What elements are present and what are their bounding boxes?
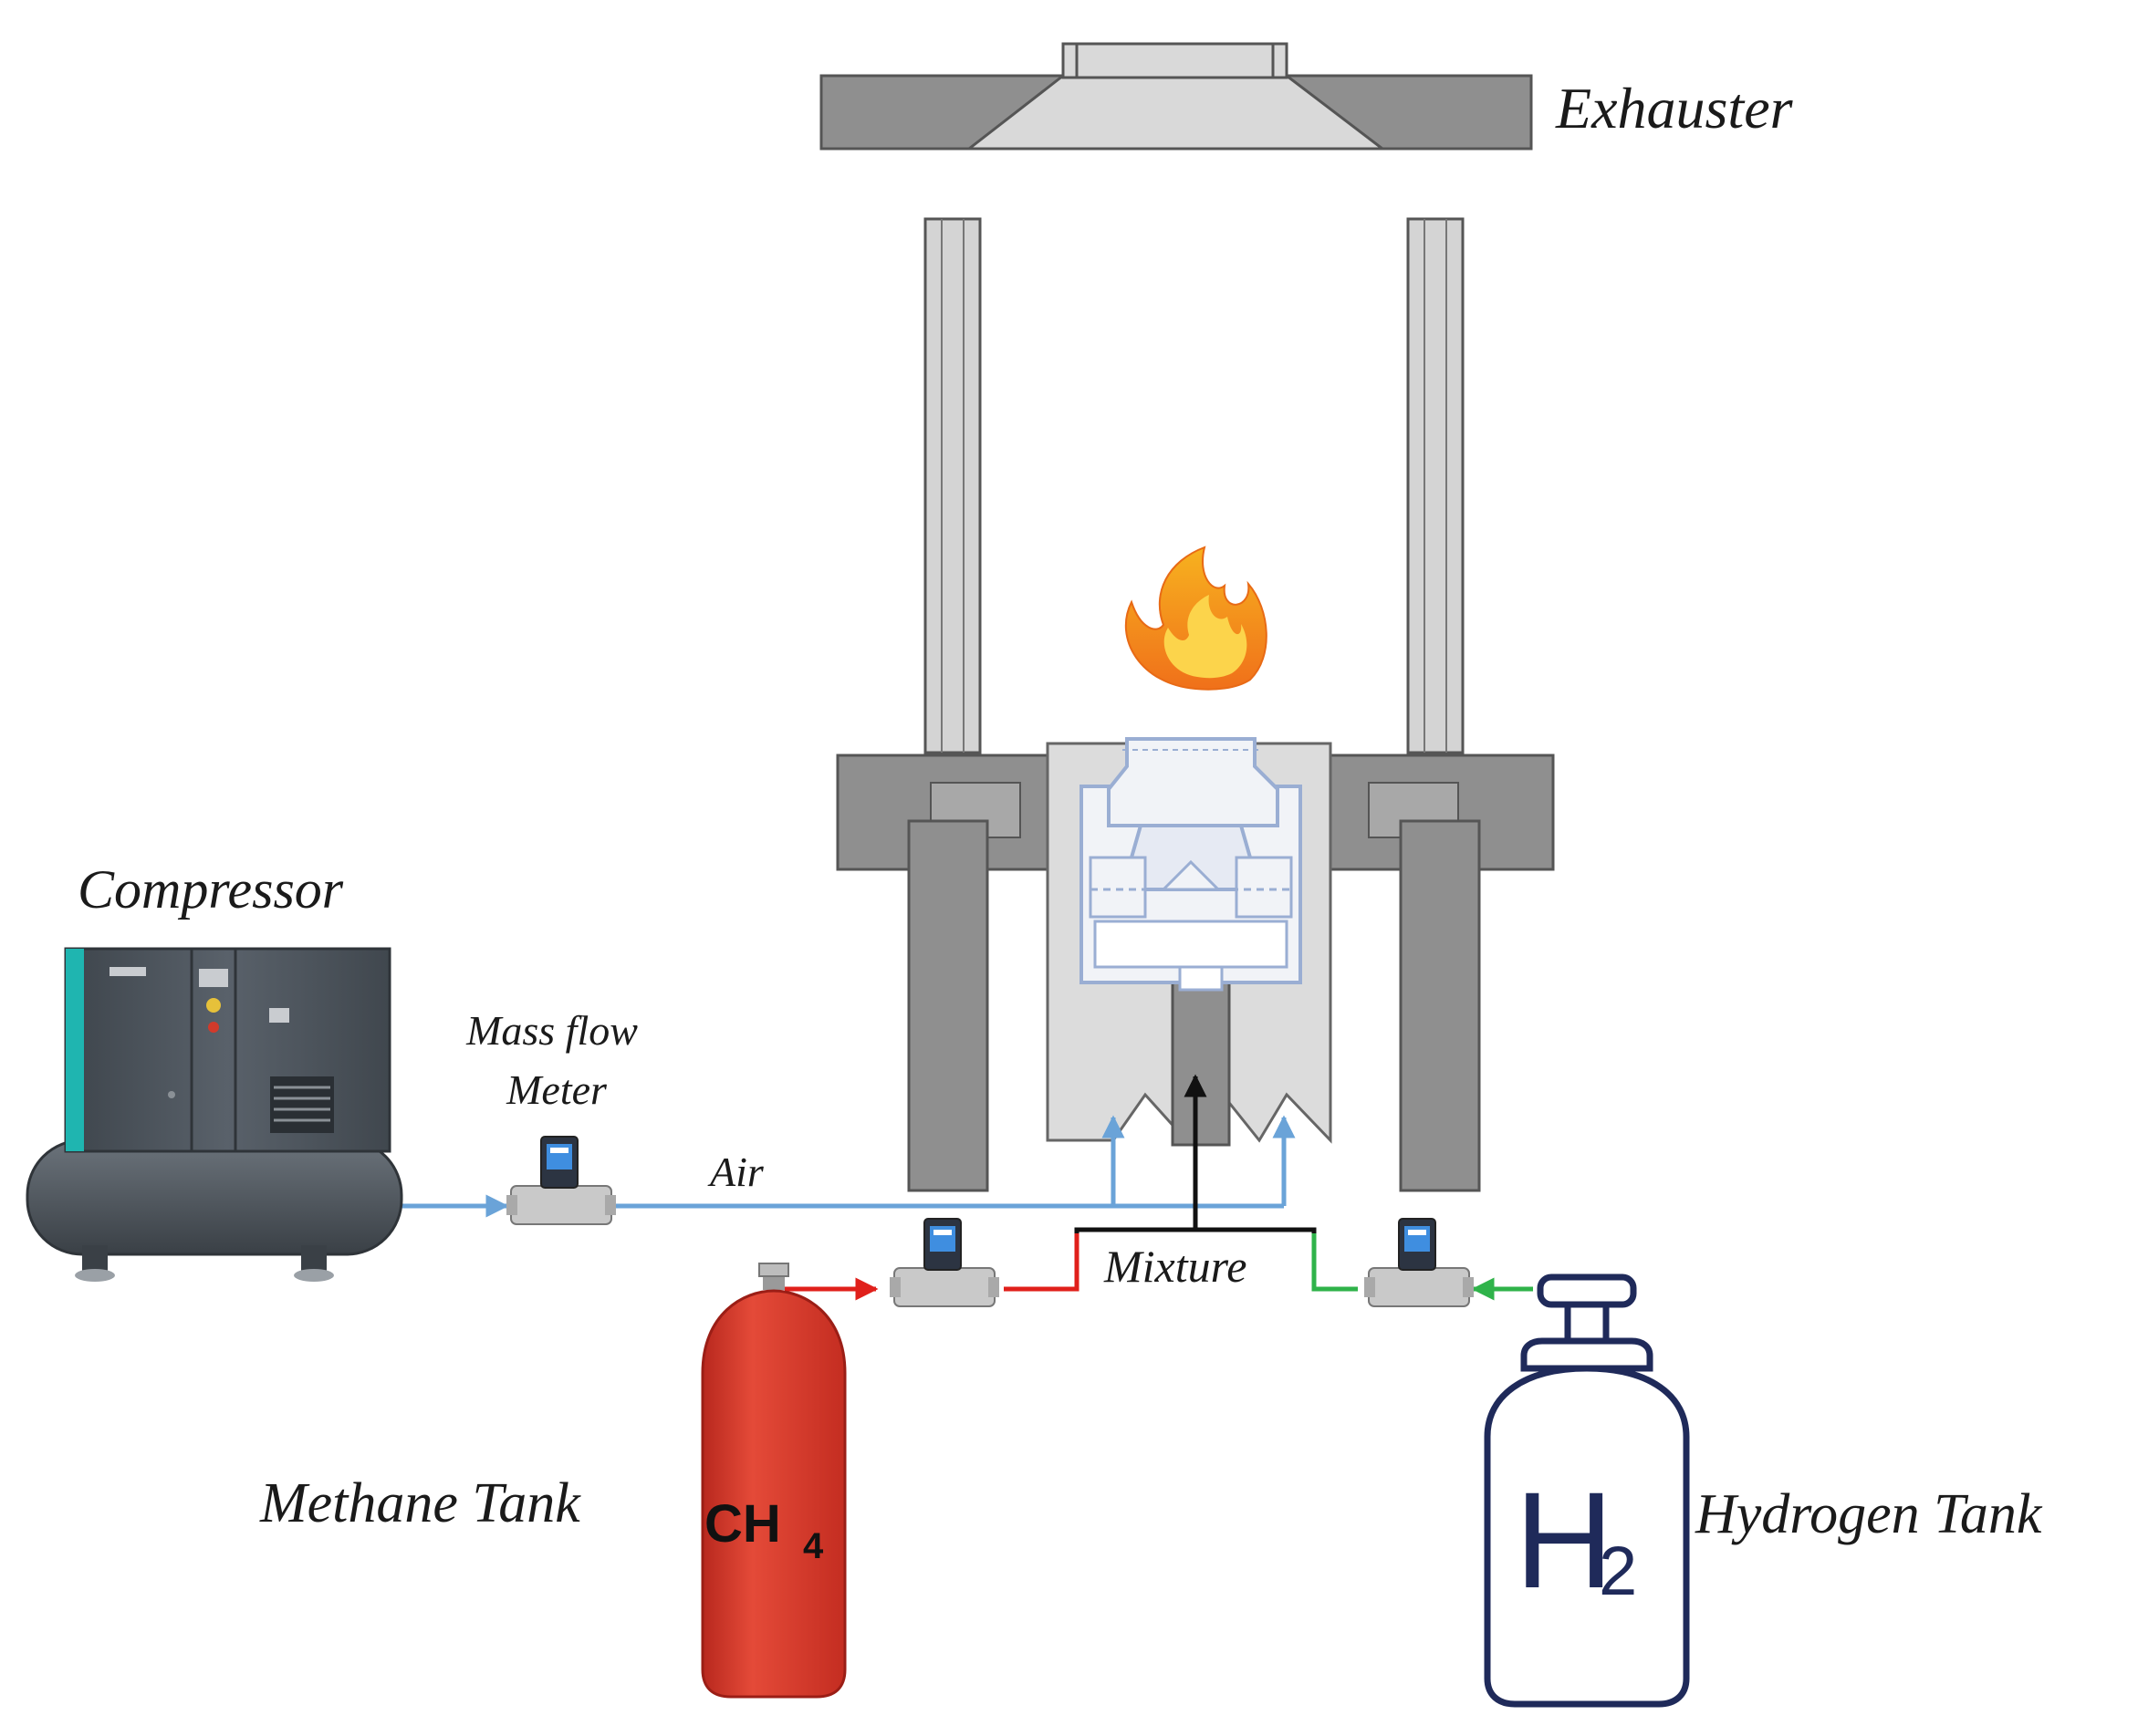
label-air: Air <box>707 1149 765 1195</box>
mixture-line <box>1074 1074 1317 1233</box>
exhauster-hood <box>819 42 1533 151</box>
methane-tank: CH 4 <box>701 1263 847 1699</box>
methane-formula-subscript: 4 <box>803 1526 824 1566</box>
label-hydrogen-tank: Hydrogen Tank <box>1695 1483 2043 1545</box>
label-methane-tank: Methane Tank <box>259 1472 581 1534</box>
compressor-vent <box>270 1076 334 1133</box>
hydrogen-tank: H 2 <box>1484 1273 1690 1708</box>
mass-flow-meter-hydrogen <box>1364 1218 1474 1307</box>
label-mass-flow-line2: Meter <box>506 1066 608 1113</box>
label-mass-flow-line1: Mass flow <box>465 1007 638 1054</box>
hydrogen-formula-subscript: 2 <box>1599 1533 1637 1610</box>
hydrogen-supply-line <box>1311 1232 1533 1301</box>
chamber-right-wall <box>1406 217 1465 754</box>
label-mixture: Mixture <box>1103 1241 1246 1292</box>
label-compressor: Compressor <box>78 859 344 920</box>
hydrogen-formula: H <box>1515 1463 1613 1616</box>
mass-flow-meter-methane <box>890 1218 999 1307</box>
burner-nozzle-assembly <box>1079 737 1302 992</box>
label-exhauster: Exhauster <box>1555 76 1794 140</box>
air-supply-line <box>402 1115 1296 1218</box>
compressor-icon <box>26 947 403 1282</box>
chamber-left-wall <box>923 217 982 754</box>
mass-flow-meter-air <box>506 1136 616 1225</box>
methane-supply-line <box>785 1232 1079 1301</box>
flame-icon <box>1124 546 1267 691</box>
methane-formula: CH <box>704 1494 781 1554</box>
